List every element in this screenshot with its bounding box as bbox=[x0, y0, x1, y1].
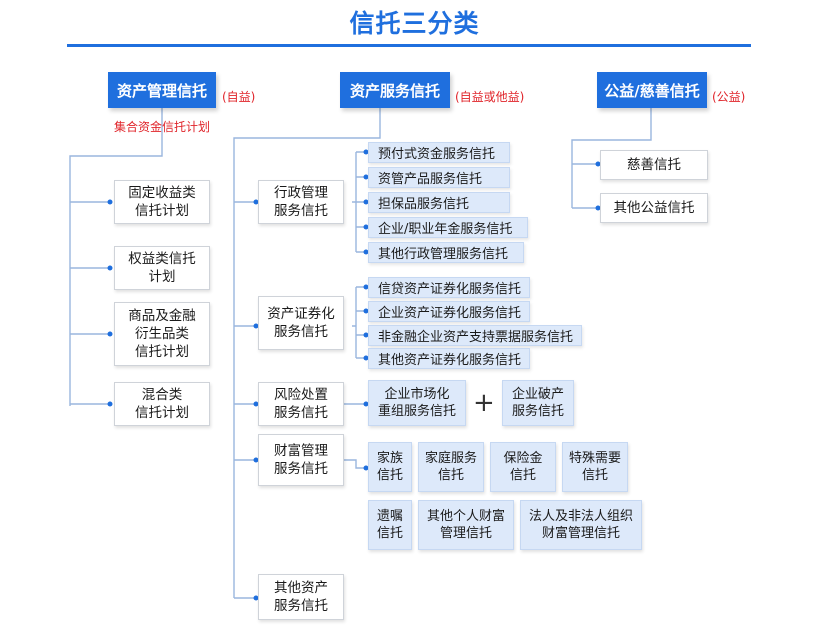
plus-sign: + bbox=[473, 388, 495, 418]
risk-item: 企业破产 服务信托 bbox=[502, 380, 574, 426]
asset-management-note: (自益) bbox=[222, 90, 256, 104]
admin-item: 担保品服务信托 bbox=[368, 192, 510, 213]
wealth-item: 特殊需要 信托 bbox=[562, 442, 628, 492]
diagram-title: 信托三分类 bbox=[349, 9, 480, 38]
wealth-item: 遗嘱 信托 bbox=[368, 500, 412, 550]
title-underline bbox=[67, 44, 751, 47]
wealth-item: 法人及非法人组织 财富管理信托 bbox=[520, 500, 642, 550]
category-asset-management: 资产管理信托 bbox=[108, 72, 216, 108]
risk-item: 企业市场化 重组服务信托 bbox=[368, 380, 466, 426]
wealth-item: 家族 信托 bbox=[368, 442, 412, 492]
securitization-item: 非金融企业资产支持票据服务信托 bbox=[368, 325, 582, 346]
asset-mgmt-item: 固定收益类 信托计划 bbox=[114, 180, 210, 224]
admin-item: 企业/职业年金服务信托 bbox=[368, 217, 528, 238]
charity-item: 慈善信托 bbox=[600, 150, 708, 180]
asset-management-subnote: 集合资金信托计划 bbox=[114, 120, 211, 134]
asset-mgmt-item: 权益类信托 计划 bbox=[114, 246, 210, 290]
admin-item: 其他行政管理服务信托 bbox=[368, 242, 524, 263]
admin-item: 资管产品服务信托 bbox=[368, 167, 510, 188]
category-asset-service: 资产服务信托 bbox=[340, 72, 450, 108]
asset-mgmt-item: 商品及金融 衍生品类 信托计划 bbox=[114, 302, 210, 366]
service-group-other: 其他资产 服务信托 bbox=[258, 574, 344, 620]
admin-item: 预付式资金服务信托 bbox=[368, 142, 510, 163]
category-charity: 公益/慈善信托 bbox=[597, 72, 707, 108]
asset-mgmt-item: 混合类 信托计划 bbox=[114, 382, 210, 426]
service-group-admin: 行政管理 服务信托 bbox=[258, 180, 344, 224]
charity-note: (公益) bbox=[712, 90, 746, 104]
asset-service-note: (自益或他益) bbox=[455, 90, 525, 104]
wealth-item: 保险金 信托 bbox=[490, 442, 556, 492]
wealth-item: 其他个人财富 管理信托 bbox=[418, 500, 514, 550]
securitization-item: 企业资产证券化服务信托 bbox=[368, 301, 530, 322]
securitization-item: 信贷资产证券化服务信托 bbox=[368, 277, 530, 298]
securitization-item: 其他资产证券化服务信托 bbox=[368, 348, 530, 369]
service-group-securitization: 资产证券化 服务信托 bbox=[258, 296, 344, 350]
wealth-item: 家庭服务 信托 bbox=[418, 442, 484, 492]
charity-item: 其他公益信托 bbox=[600, 193, 708, 223]
service-group-risk: 风险处置 服务信托 bbox=[258, 382, 344, 426]
service-group-wealth: 财富管理 服务信托 bbox=[258, 434, 344, 486]
